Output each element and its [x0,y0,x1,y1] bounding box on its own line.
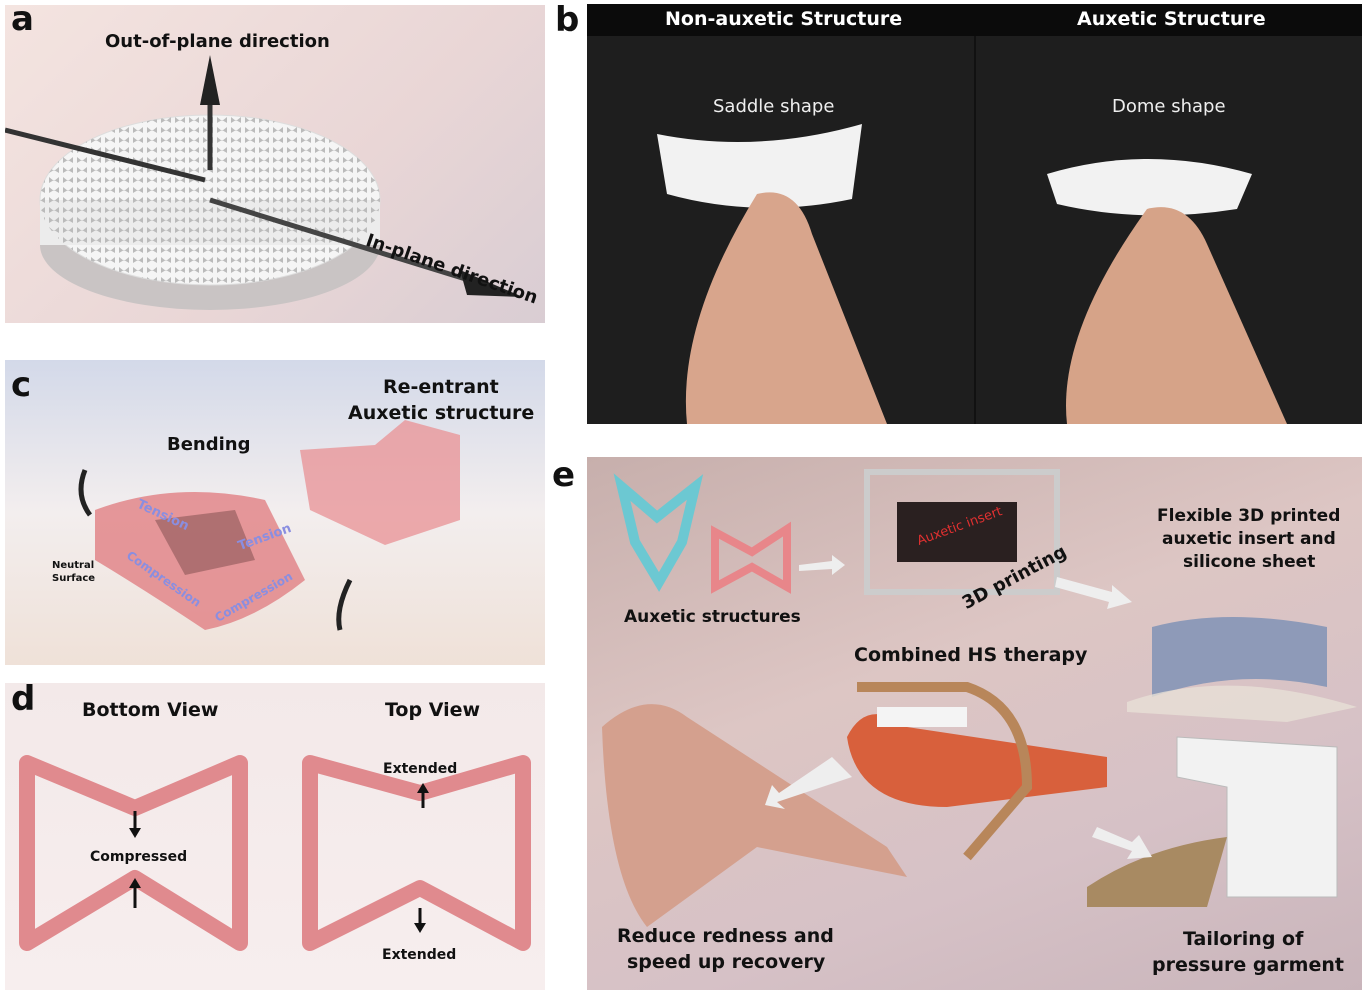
reduce-label-1: Reduce redness and [617,925,834,947]
auxetic-title: Auxetic Structure [1077,8,1266,30]
auxetic-structures-label: Auxetic structures [624,607,801,627]
panel-b: Non-auxetic Structure Auxetic Structure … [587,4,1362,424]
dome-caption: Dome shape [1112,96,1226,117]
extended-label-bottom: Extended [382,947,457,963]
saddle-caption: Saddle shape [713,96,835,117]
tailor-label-2: pressure garment [1152,954,1344,976]
neutral-label-2: Surface [52,573,96,584]
reduce-label-2: speed up recovery [627,951,826,973]
neutral-label-1: Neutral [52,560,95,571]
reentrant-title-1: Re-entrant [383,376,499,398]
non-auxetic-title: Non-auxetic Structure [665,8,903,30]
insert-label-3: silicone sheet [1183,552,1316,572]
bottom-view-label: Bottom View [82,699,219,721]
panel-letter: a [11,5,34,39]
insert-label-1: Flexible 3D printed [1157,506,1341,526]
extended-label-top: Extended [383,761,458,777]
panel-a: a Out-of-plane direction In-plane direct… [5,5,545,323]
panel-letter: b [555,0,580,40]
panel-e: Auxetic structures Auxetic insert 3D pri… [587,457,1362,990]
panel-letter: c [11,365,32,405]
compressed-label: Compressed [90,849,188,865]
panel-letter: e [552,455,576,495]
bending-illustration [78,420,460,631]
hand-photos [657,124,1287,424]
photo-header [587,4,1362,36]
combined-therapy-label: Combined HS therapy [854,644,1088,666]
bending-label: Bending [167,434,251,455]
auxetic-cells-illustration [19,755,531,951]
out-of-plane-label: Out-of-plane direction [105,31,330,52]
reentrant-title-2: Auxetic structure [348,402,535,424]
panel-letter: d [11,683,36,719]
tailor-label-1: Tailoring of [1183,928,1304,950]
panel-c: c Re-entrant Auxetic structure Bending N… [5,360,545,665]
therapy-workflow-illustration [602,469,1357,927]
top-view-label: Top View [385,699,481,721]
insert-label-2: auxetic insert and [1162,529,1336,549]
panel-d: d Bottom View Top View Compressed Extend… [5,683,545,990]
honeycomb-disc-illustration [5,55,523,310]
